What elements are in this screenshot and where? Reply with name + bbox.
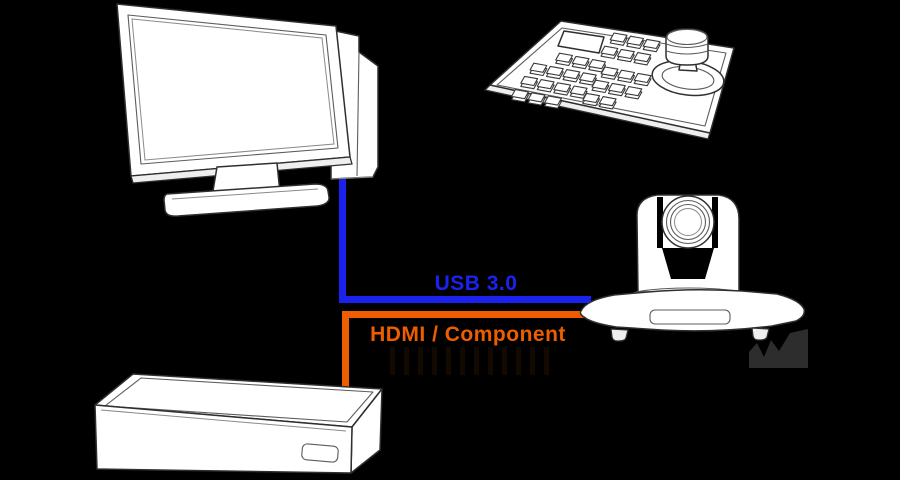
keycap (520, 75, 539, 87)
usb-cable (339, 177, 591, 303)
keycap (600, 45, 619, 56)
keycap (633, 72, 652, 84)
controller-keys (511, 32, 661, 110)
keycap (617, 69, 636, 80)
joystick (651, 28, 725, 97)
usb-cable-line (339, 177, 591, 303)
monitor-pc-illustration (116, 3, 379, 217)
keycap (571, 55, 590, 67)
keycap (582, 92, 601, 104)
keycap (633, 52, 652, 63)
ptz-camera-icon (579, 194, 806, 342)
keycap (642, 38, 661, 50)
lcd-screen (557, 30, 605, 54)
keycap (607, 82, 626, 94)
keycap (609, 32, 628, 43)
keycap (600, 66, 619, 77)
camera-foot (751, 327, 770, 341)
camera-foot (610, 328, 629, 342)
keycap (578, 72, 597, 83)
keycap (545, 65, 564, 77)
monitor-icon (116, 3, 353, 184)
keycap (529, 62, 548, 73)
keycap (511, 89, 529, 100)
keycap (555, 52, 574, 63)
hdmi-cable-line (342, 311, 586, 392)
keycap (569, 85, 588, 96)
monitor-stand (163, 162, 330, 217)
label-reflection (390, 347, 549, 375)
keycap (598, 96, 617, 107)
recorder-button (301, 443, 339, 463)
usb-label: USB 3.0 (435, 272, 518, 295)
joystick-controller-icon (484, 20, 735, 140)
keycap (626, 35, 645, 46)
hdmi-cable (342, 311, 586, 392)
keycap (553, 82, 572, 93)
keycap (616, 48, 635, 60)
keycap (544, 95, 562, 106)
keycap (591, 79, 610, 90)
keycap (588, 59, 607, 70)
keycap (562, 69, 581, 80)
camera-lens (661, 195, 715, 249)
recorder-box-icon (94, 373, 383, 474)
keycap (624, 86, 643, 97)
hdmi-label: HDMI / Component (370, 323, 566, 346)
dark-smudge (749, 329, 808, 368)
keycap (527, 92, 546, 103)
keycap (536, 79, 555, 90)
